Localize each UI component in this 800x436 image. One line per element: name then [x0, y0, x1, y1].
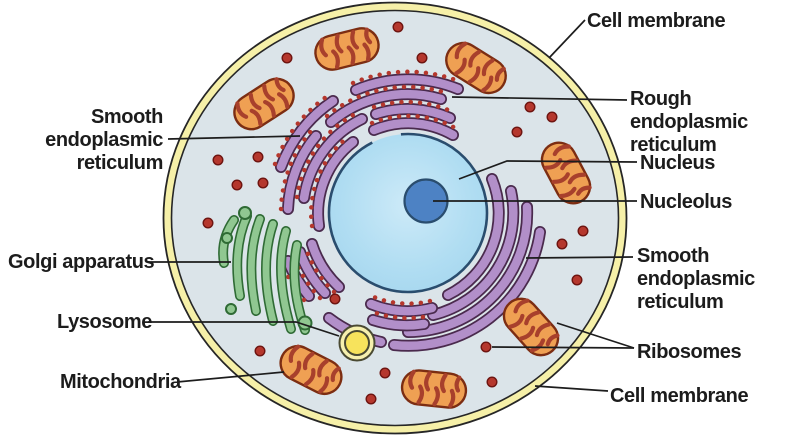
label-cell-membrane-bottom: Cell membrane — [610, 385, 749, 407]
pointer-smooth-er-right — [525, 256, 634, 259]
pointer-cell-membrane-bottom — [534, 385, 609, 392]
label-nucleus: Nucleus — [640, 152, 716, 174]
label-nucleolus: Nucleolus — [640, 191, 732, 213]
mitochondrion — [400, 369, 467, 410]
pointer-lines — [147, 19, 638, 392]
label-smooth-er-left: Smooth endoplasmic reticulum — [45, 106, 163, 174]
label-smooth-er-right: Smooth endoplasmic reticulum — [637, 245, 755, 313]
label-golgi-apparatus: Golgi apparatus — [8, 251, 155, 273]
label-cell-membrane-top: Cell membrane — [587, 10, 726, 32]
nucleus — [327, 132, 489, 294]
label-mitochondria: Mitochondria — [60, 371, 181, 393]
pointer-ribosomes-a — [556, 322, 635, 349]
pointer-nucleus — [458, 160, 638, 180]
pointer-ribosomes-b — [491, 346, 635, 349]
ribosome-dots — [202, 21, 589, 405]
pointer-rough-er — [451, 96, 628, 101]
label-rough-er: Rough endoplasmic reticulum — [630, 88, 748, 156]
pointer-lysosome — [148, 321, 340, 337]
label-ribosomes: Ribosomes — [637, 341, 742, 363]
pointer-mitochondria — [176, 371, 285, 383]
lysosome — [338, 324, 376, 362]
rough-endoplasmic-reticulum — [272, 69, 464, 332]
label-lysosome: Lysosome — [57, 311, 152, 333]
golgi-apparatus — [218, 206, 313, 335]
pointer-smooth-er-left — [167, 135, 301, 140]
smooth-endoplasmic-reticulum — [323, 173, 546, 352]
pointer-cell-membrane-top — [548, 19, 586, 59]
